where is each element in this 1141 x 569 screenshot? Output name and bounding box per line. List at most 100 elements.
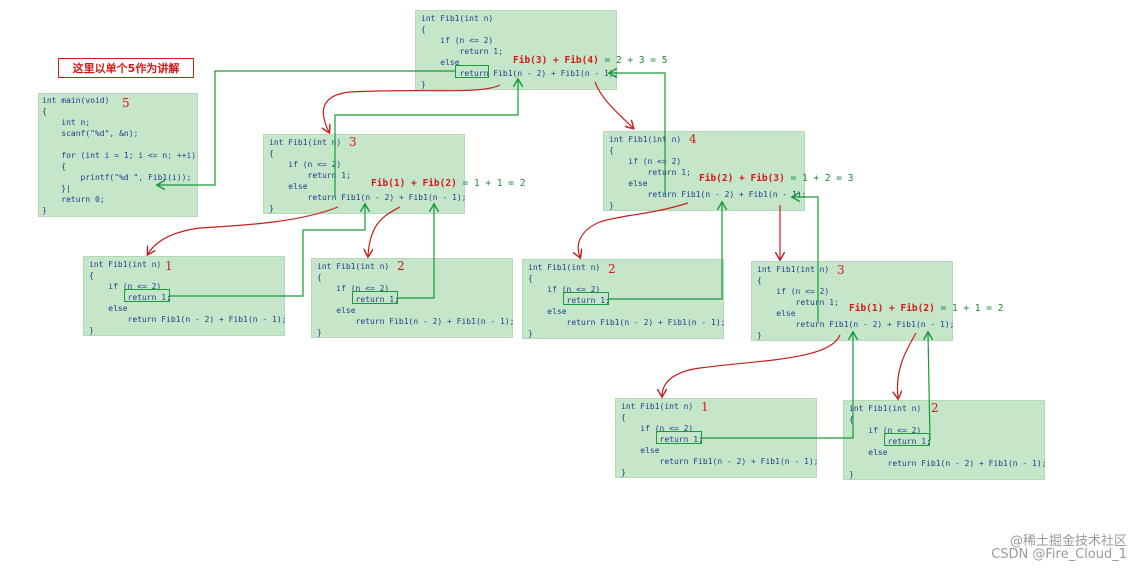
code-line: int Fib1(int n) [609,135,682,144]
code-line: int Fib1(int n) [849,404,922,413]
return-arrow-top-to-main [158,70,455,185]
highlight-r1b1-return [656,431,702,444]
fib-box-3-left: int Fib1(int n) { if (n <= 2) return 1; e… [263,134,467,214]
annotation-top: Fib(3) + Fib(4) = 2 + 3 = 5 [513,55,668,66]
code-line: if (n <= 2) [317,284,390,293]
return-arrow-r1b1-to-r1b [702,333,853,439]
code-line: { [42,107,47,116]
return-arrow-r1a-to-r1 [609,203,722,300]
box-label-l1b: 2 [397,259,405,273]
code-line: return Fib1(n - 2) + Fib1(n - 1); [317,317,515,326]
fib-box-top: int Fib1(int n){ if (n <= 2) return 1; e… [415,10,618,90]
fib-box-2-c: int Fib1(int n) { if (n <= 2) return 1; e… [843,400,1046,480]
code-line: int main(void) [42,96,110,105]
code-line: else [317,306,356,315]
code-line: { [269,149,274,158]
code-line: } [849,470,854,479]
annotation-r1: Fib(2) + Fib(3) = 1 + 2 = 3 [699,173,854,184]
code-line: return 1; [621,435,703,444]
code-line: { [421,25,426,34]
code-line: else [849,448,888,457]
return-arrow-r1-to-top [610,73,666,195]
code-line: else [757,309,796,318]
code-line: { [609,146,614,155]
code-line: } [421,80,426,89]
box-label-r1: 4 [689,132,697,146]
code-line: int n; [42,118,91,127]
highlight-top-return [455,65,489,78]
code-line: return 0; [42,195,105,204]
code-line: else [609,179,648,188]
code-line: { [621,413,626,422]
code-line: return 1; [421,47,503,56]
code-line: int Fib1(int n) [621,402,694,411]
return-arrow-r1b2-to-r1b [928,333,930,441]
code-line: { [89,271,94,280]
watermark-juejin: @稀土掘金技术社区 [1009,534,1127,549]
watermark-csdn: CSDN @Fire_Cloud_1 [991,547,1127,562]
code-line: else [421,58,460,67]
code-line: int Fib1(int n) [757,265,830,274]
highlight-r1a-return [563,292,609,305]
code-line: return 1; [849,437,931,446]
code-line: } [317,328,322,337]
code-line: }| [42,184,71,193]
code-line: if (n <= 2) [269,160,342,169]
code-line: if (n <= 2) [528,285,601,294]
code-line: printf("%d ", Fib1(i)); [42,173,192,182]
code-line: int Fib1(int n) [528,263,601,272]
return-arrow-l1b-to-l1 [398,205,434,299]
fib-box-3-right: int Fib1(int n){ if (n <= 2) return 1; e… [751,261,954,341]
code-line: else [269,182,308,191]
return-arrow-l1a-to-l1 [170,205,365,297]
code-line: } [42,206,47,215]
highlight-l1b-return [352,291,398,304]
code-line: } [528,329,533,338]
annotation-l1: Fib(1) + Fib(2) = 1 + 1 = 2 [371,178,526,189]
box-label-r1b1: 1 [701,400,709,414]
code-line: { [42,162,67,171]
call-arrow-top-to-r1 [594,81,633,128]
code-line: int Fib1(int n) [89,260,162,269]
box-label-r1b: 3 [837,263,845,277]
code-line: return Fib1(n - 2) + Fib1(n - 1); [89,315,287,324]
code-line: if (n <= 2) [89,282,162,291]
annotation-r1b: Fib(1) + Fib(2) = 1 + 1 = 2 [849,303,1004,314]
call-arrow-l1-to-l1a [148,206,339,254]
highlight-l1a-return [124,289,170,302]
box-label-l1: 3 [349,135,357,149]
main-function-box: int main(void){ int n; scanf("%d", &n); … [38,93,198,217]
code-line: if (n <= 2) [621,424,694,433]
code-line: else [621,446,660,455]
code-line: } [621,468,626,477]
code-line: scanf("%d", &n); [42,129,139,138]
code-line: return 1; [269,171,351,180]
explanation-callout: 这里以单个5作为讲解 [58,58,194,78]
call-arrow-r1b-to-r1b1 [662,334,841,396]
code-line: int Fib1(int n) [421,14,494,23]
return-arrow-l1-to-top [334,80,518,198]
code-line: return Fib1(n - 2) + Fib1(n - 1); [528,318,726,327]
box-label-l1a: 1 [165,259,173,273]
code-line: return 1; [89,293,171,302]
main-box-label: 5 [122,96,130,110]
code-line: } [89,326,94,335]
code-line: if (n <= 2) [849,426,922,435]
code-line: else [89,304,128,313]
code-line: return 1; [317,295,399,304]
code-line: int Fib1(int n) [269,138,342,147]
code-line: if (n <= 2) [609,157,682,166]
fib-box-4: int Fib1(int n){ if (n <= 2) return 1; e… [603,131,806,211]
code-line: int Fib1(int n) [317,262,390,271]
code-line: { [528,274,533,283]
code-line: { [849,415,854,424]
code-line: { [317,273,322,282]
return-arrow-r1b-to-r1 [793,197,819,322]
call-arrow-r1-to-r1a [578,202,689,257]
code-line: return 1; [757,298,839,307]
code-line: return Fib1(n - 2) + Fib1(n - 1); [269,193,467,202]
code-line: return 1; [528,296,610,305]
call-arrow-top-to-l1 [323,84,501,132]
code-line: if (n <= 2) [757,287,830,296]
